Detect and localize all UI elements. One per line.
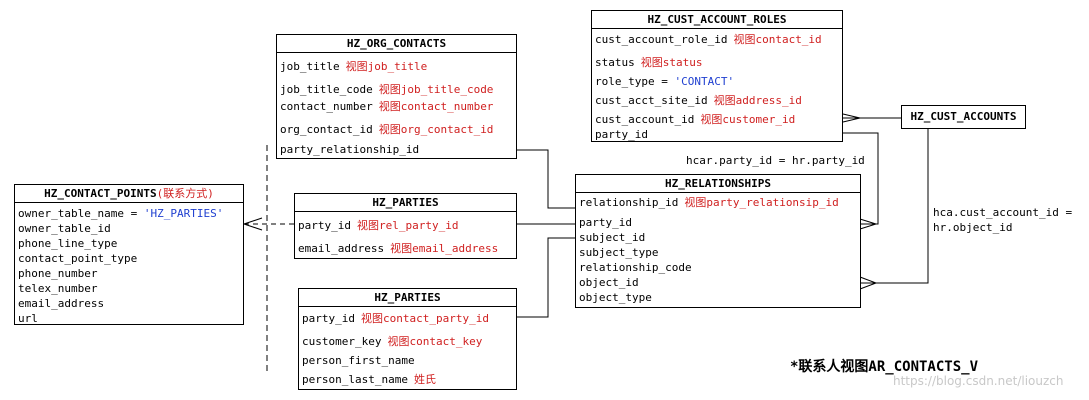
crowfoot-bottom <box>243 223 263 231</box>
watermark: https://blog.csdn.net/liouzch <box>893 374 1064 388</box>
table-title: HZ_PARTIES <box>299 289 516 307</box>
org-contacts-to-relationships <box>517 149 576 209</box>
roles-to-relationships <box>843 132 879 225</box>
join-note-hcar: hcar.party_id = hr.party_id <box>686 154 865 167</box>
table-row: party_id <box>595 128 648 141</box>
table-hz-cust-accounts: HZ_CUST_ACCOUNTS <box>901 105 1026 129</box>
crowfoot-top <box>243 217 263 225</box>
table-row: person_first_name <box>302 354 415 367</box>
table-row: url <box>18 312 38 325</box>
table-hz-cust-account-roles: HZ_CUST_ACCOUNT_ROLES cust_account_role_… <box>591 10 843 142</box>
table-row: telex_number <box>18 282 98 295</box>
table-row: phone_line_type <box>18 237 118 250</box>
diagram-caption: *联系人视图AR_CONTACTS_V <box>790 359 979 375</box>
roles-crowfoot <box>842 113 861 123</box>
table-row: subject_id <box>579 231 646 244</box>
table-row: owner_table_id <box>18 222 111 235</box>
table-title: HZ_CUST_ACCOUNTS <box>910 110 1017 123</box>
join-note-hca-2: hr.object_id <box>933 221 1013 234</box>
parties2-to-relationships <box>517 237 576 318</box>
table-title: HZ_RELATIONSHIPS <box>576 175 860 193</box>
table-row: subject_type <box>579 246 659 259</box>
table-title-suffix: (联系方式) <box>156 187 214 200</box>
join-note-hca-1: hca.cust_account_id = <box>933 206 1073 219</box>
table-row: phone_number <box>18 267 98 280</box>
rel-crowfoot-1 <box>859 218 878 230</box>
table-row: object_type <box>579 291 652 304</box>
table-title: HZ_PARTIES <box>295 194 516 212</box>
table-title: HZ_ORG_CONTACTS <box>277 35 516 53</box>
table-title: HZ_CUST_ACCOUNT_ROLES <box>592 11 842 29</box>
rel-crowfoot-2 <box>859 276 878 290</box>
table-row: party_relationship_id <box>280 143 420 156</box>
table-row: role_type = 'CONTACT' <box>595 75 735 88</box>
table-hz-contact-points: HZ_CONTACT_POINTS(联系方式) owner_table_name… <box>14 184 244 325</box>
table-row: relationship_code <box>579 261 692 274</box>
accounts-to-relationships <box>860 129 929 284</box>
table-row: party_id <box>579 216 632 229</box>
table-row: object_id <box>579 276 639 289</box>
table-title: HZ_CONTACT_POINTS(联系方式) <box>15 185 243 203</box>
table-row: email_address <box>18 297 105 310</box>
table-row: contact_point_type <box>18 252 138 265</box>
table-row: owner_table_name = 'HZ_PARTIES' <box>18 207 224 220</box>
